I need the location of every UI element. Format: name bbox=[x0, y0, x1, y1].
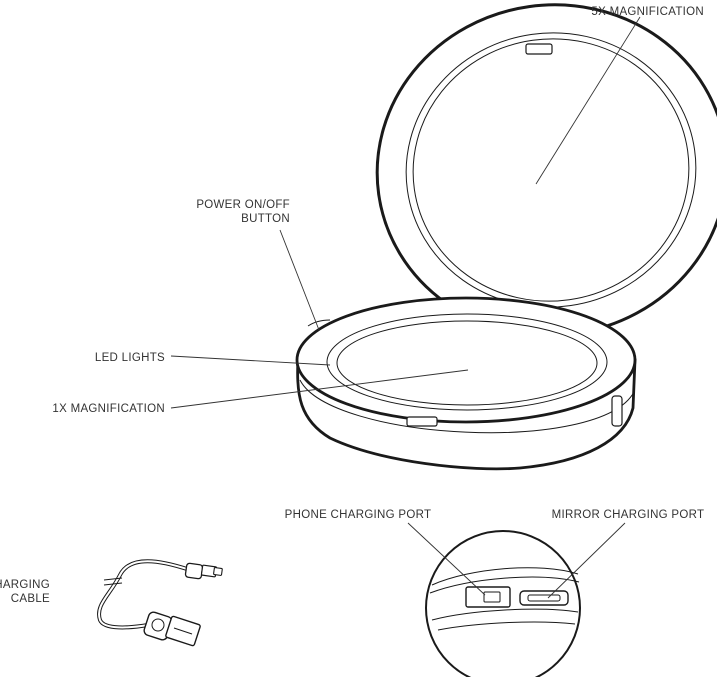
power-button bbox=[307, 319, 331, 327]
label-charging-cable-line1: CHARGING bbox=[0, 579, 50, 591]
micro-usb-plug bbox=[184, 562, 223, 580]
label-phone-charging-port: PHONE CHARGING PORT bbox=[285, 509, 432, 521]
label-power-button-line1: POWER ON/OFF bbox=[196, 199, 290, 211]
label-charging-cable-line2: CABLE bbox=[11, 593, 50, 605]
label-1x-magnification: 1X MAGNIFICATION bbox=[52, 403, 165, 415]
side-port bbox=[611, 395, 623, 427]
label-power-button-line2: BUTTON bbox=[241, 213, 290, 225]
label-led-lights: LED LIGHTS bbox=[95, 352, 165, 364]
usb-a-plug bbox=[143, 611, 201, 647]
charging-cable bbox=[97, 559, 223, 647]
label-mirror-charging-port: MIRROR CHARGING PORT bbox=[552, 509, 705, 521]
ports-detail-inset bbox=[425, 530, 581, 677]
leader-lines bbox=[170, 16, 641, 599]
mirror-base bbox=[295, 296, 637, 471]
lid-latch bbox=[525, 43, 553, 55]
label-5x-magnification: 5X MAGNIFICATION bbox=[591, 6, 704, 18]
base-latch bbox=[406, 416, 438, 427]
